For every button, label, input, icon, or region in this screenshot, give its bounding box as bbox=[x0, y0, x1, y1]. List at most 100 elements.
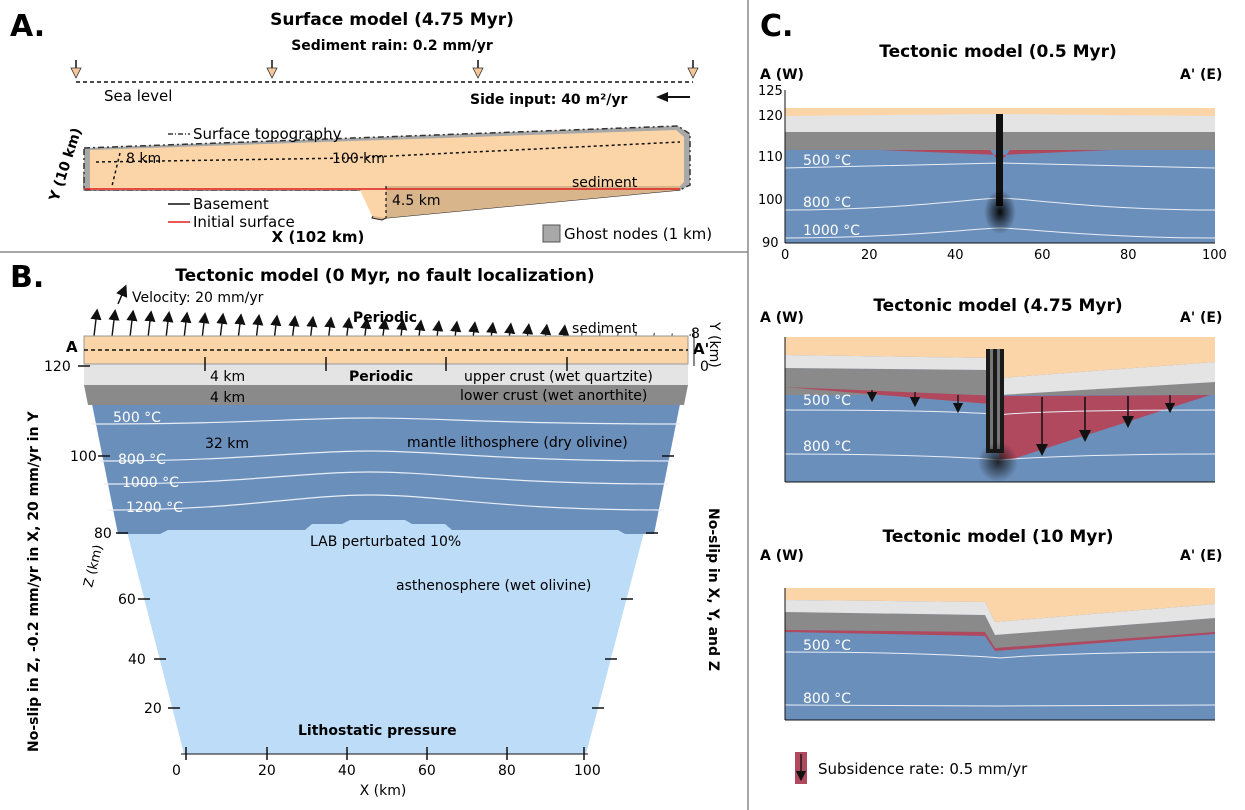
mantle-label: mantle lithosphere (dry olivine) bbox=[407, 435, 628, 451]
lithostatic-label: Lithostatic pressure bbox=[298, 723, 457, 739]
model1-x-20: 20 bbox=[861, 248, 878, 263]
velocity-arrow bbox=[396, 318, 408, 337]
isotherm-1000-label: 1000 °C bbox=[122, 475, 179, 491]
panel-b-letter: B. bbox=[10, 260, 44, 295]
panel-a-x-axis: X (102 km) bbox=[272, 228, 365, 246]
model3-sediment bbox=[785, 588, 1215, 622]
model2-title: Tectonic model (4.75 Myr) bbox=[873, 296, 1122, 316]
velocity-arrow bbox=[360, 317, 372, 337]
velocity-arrow bbox=[558, 324, 570, 337]
model3-a2-label: A' (E) bbox=[1180, 548, 1222, 564]
z-tick-120: 120 bbox=[44, 359, 71, 375]
rain-arrow bbox=[70, 60, 82, 79]
isotherm-500 bbox=[91, 417, 681, 425]
model1-x-40: 40 bbox=[947, 248, 964, 263]
sediment-rain-label: Sediment rain: 0.2 mm/yr bbox=[291, 38, 493, 54]
velocity-arrow bbox=[180, 311, 192, 337]
dim-8km: 8 km bbox=[126, 151, 161, 167]
dim-45km: 4.5 km bbox=[392, 193, 440, 209]
z-tick-80: 80 bbox=[94, 526, 112, 542]
isotherm-1200-label: 1200 °C bbox=[126, 500, 183, 516]
velocity-arrow bbox=[522, 322, 534, 337]
model2-plume bbox=[978, 442, 1018, 482]
sediment-label: sediment bbox=[572, 175, 638, 191]
model3-subsidence bbox=[785, 630, 1215, 651]
velocity-arrow bbox=[617, 331, 619, 337]
model1-x-60: 60 bbox=[1034, 248, 1051, 263]
panel-a-letter: A. bbox=[10, 9, 45, 44]
lower-crust-label: lower crust (wet anorthite) bbox=[460, 388, 647, 404]
upper-crust-region bbox=[84, 364, 688, 385]
right-boundary-condition: No-slip in X, Y, and Z bbox=[705, 508, 721, 671]
velocity-arrow bbox=[216, 312, 228, 337]
x-tick-40: 40 bbox=[338, 763, 356, 779]
x-axis: 0 20 40 60 80 100 X (km) bbox=[172, 747, 601, 799]
isotherm-1200 bbox=[107, 494, 665, 511]
surface-dashed-line bbox=[95, 141, 681, 163]
velocity-arrow bbox=[599, 330, 601, 337]
velocity-arrow bbox=[144, 310, 156, 337]
model1-iso1000: 1000 °C bbox=[803, 223, 860, 239]
tectonic-model-10: Tectonic model (10 Myr) A (W) A' (E) 500… bbox=[760, 527, 1222, 721]
velocity-arrow bbox=[108, 309, 120, 337]
velocity-arrow bbox=[90, 308, 102, 337]
periodic-mid-label: Periodic bbox=[349, 369, 413, 385]
model3-iso500: 500 °C bbox=[803, 638, 851, 654]
z-tick-40: 40 bbox=[128, 652, 146, 668]
velocity-label: Velocity: 20 mm/yr bbox=[132, 290, 264, 306]
z-tick-60: 60 bbox=[118, 592, 136, 608]
model1-iso800: 800 °C bbox=[803, 195, 851, 211]
velocity-arrow bbox=[450, 320, 462, 337]
tectonic-model-05: Tectonic model (0.5 Myr) A (W) A' (E) 50… bbox=[758, 42, 1227, 263]
panel-c-letter: C. bbox=[760, 9, 793, 44]
model1-a-label: A (W) bbox=[760, 67, 804, 83]
lower-crust-thickness: 4 km bbox=[210, 390, 245, 406]
velocity-arrow bbox=[486, 321, 498, 337]
model2-upper-crust bbox=[785, 355, 1215, 395]
point-a2-label: A' bbox=[693, 340, 709, 358]
subsidence-legend-label: Subsidence rate: 0.5 mm/yr bbox=[818, 760, 1028, 778]
model1-title: Tectonic model (0.5 Myr) bbox=[879, 42, 1116, 62]
side-input-arrow bbox=[656, 92, 690, 102]
model3-lower-crust bbox=[785, 612, 1215, 648]
rain-arrow bbox=[266, 60, 278, 79]
velocity-arrow bbox=[198, 312, 210, 337]
velocity-arrow bbox=[270, 314, 282, 337]
velocity-arrow bbox=[342, 316, 354, 337]
mantle-thickness: 32 km bbox=[205, 436, 249, 452]
model1-y-110: 110 bbox=[758, 150, 783, 165]
rain-arrows bbox=[70, 60, 699, 79]
model1-subsidence bbox=[880, 150, 1110, 163]
model3-a-label: A (W) bbox=[760, 548, 804, 564]
z-axis-label: Z (km) bbox=[81, 543, 106, 589]
z-axis: 120 100 80 60 40 20 Z (km) bbox=[44, 359, 674, 717]
x-tick-100: 100 bbox=[574, 763, 601, 779]
model1-sediment bbox=[785, 108, 1215, 116]
model2-fault-strand bbox=[990, 349, 993, 449]
upper-crust-label: upper crust (wet quartzite) bbox=[464, 369, 653, 385]
velocity-arrow bbox=[306, 315, 318, 337]
model2-fault-strand bbox=[997, 349, 1000, 449]
legend-initial-surface: Initial surface bbox=[193, 213, 295, 231]
y-axis-label: Y (km) bbox=[706, 321, 722, 368]
dim-100km: 100 km bbox=[332, 151, 385, 167]
basement-wedge bbox=[386, 186, 680, 218]
velocity-arrow bbox=[252, 313, 264, 337]
model3-isotherm-800 bbox=[784, 704, 1216, 707]
rain-arrow bbox=[687, 60, 699, 79]
model2-iso500: 500 °C bbox=[803, 393, 851, 409]
model2-lower-crust bbox=[785, 368, 1215, 395]
sediment-layer-label: sediment bbox=[572, 321, 638, 337]
panel-a: A. Surface model (4.75 Myr) Sediment rai… bbox=[10, 9, 712, 246]
point-a-label: A bbox=[66, 338, 78, 356]
model1-y-125: 125 bbox=[758, 84, 783, 99]
model2-iso800: 800 °C bbox=[803, 439, 851, 455]
velocity-arrow bbox=[540, 323, 552, 337]
model1-a2-label: A' (E) bbox=[1180, 67, 1222, 83]
sea-level-label: Sea level bbox=[104, 87, 172, 105]
velocity-arrow-legend bbox=[116, 284, 128, 305]
isotherm-1000 bbox=[103, 471, 669, 485]
velocity-arrow bbox=[468, 321, 480, 337]
y-tick-8: 8 bbox=[691, 326, 700, 342]
panel-a-y-axis: Y (10 km) bbox=[46, 126, 85, 204]
